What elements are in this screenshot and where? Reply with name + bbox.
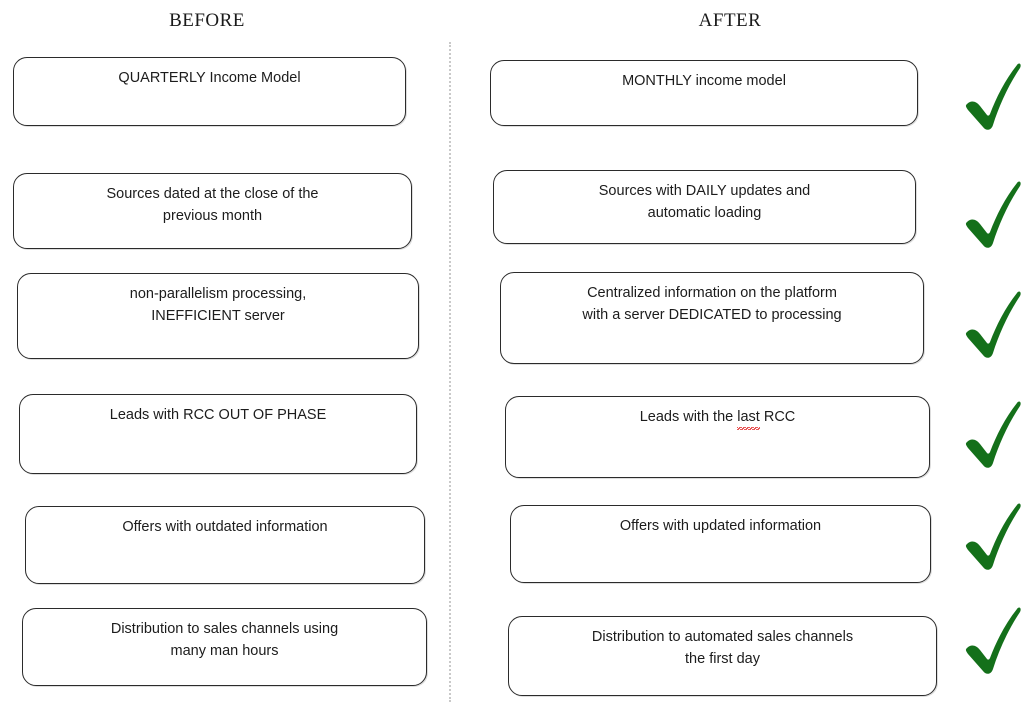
check-icon-1 (963, 60, 1025, 132)
before-box-5: Offers with outdated information (25, 506, 425, 584)
before-box-4: Leads with RCC OUT OF PHASE (19, 394, 417, 474)
after-box-6: Distribution to automated sales channels… (508, 616, 937, 696)
before-box-2: Sources dated at the close of the previo… (13, 173, 412, 249)
after-box-2: Sources with DAILY updates and automatic… (493, 170, 916, 244)
before-box-6: Distribution to sales channels using man… (22, 608, 427, 686)
before-box-1-text: QUARTERLY Income Model (118, 70, 301, 86)
check-icon-2 (963, 178, 1025, 250)
before-box-3-text: non-parallelism processing, INEFFICIENT … (129, 286, 307, 325)
check-icon-4 (963, 398, 1025, 470)
after-box-4-text-pre: Leads with the (639, 409, 738, 425)
after-box-4-text: Leads with the last RCC (518, 406, 917, 431)
column-divider (449, 42, 451, 702)
after-box-4-text-post: RCC (759, 409, 796, 425)
after-box-4: Leads with the last RCC (505, 396, 930, 478)
after-box-4-misspelled-word: last (737, 406, 760, 431)
before-box-6-text: Distribution to sales channels using man… (110, 621, 339, 660)
after-box-3-text: Centralized information on the platform … (582, 285, 842, 324)
before-box-2-text: Sources dated at the close of the previo… (106, 186, 319, 225)
after-box-5: Offers with updated information (510, 505, 931, 583)
before-box-5-text: Offers with outdated information (122, 519, 328, 535)
after-box-1: MONTHLY income model (490, 60, 918, 126)
after-box-5-text: Offers with updated information (619, 518, 822, 534)
check-icon-3 (963, 288, 1025, 360)
column-header-before: BEFORE (169, 10, 245, 31)
check-icon-6 (963, 604, 1025, 676)
before-box-4-text: Leads with RCC OUT OF PHASE (109, 407, 327, 423)
after-box-3: Centralized information on the platform … (500, 272, 924, 364)
before-box-1: QUARTERLY Income Model (13, 57, 406, 126)
after-box-1-text: MONTHLY income model (622, 73, 786, 89)
check-icon-5 (963, 500, 1025, 572)
after-box-6-text: Distribution to automated sales channels… (591, 629, 854, 668)
column-header-after: AFTER (698, 10, 762, 31)
before-box-3: non-parallelism processing, INEFFICIENT … (17, 273, 419, 359)
after-box-2-text: Sources with DAILY updates and automatic… (598, 183, 811, 222)
